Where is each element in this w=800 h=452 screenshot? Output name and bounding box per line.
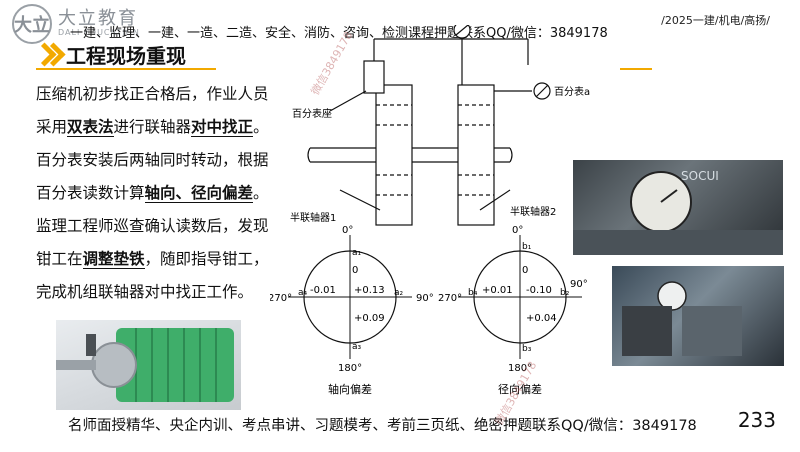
svg-text:a₂: a₂ [394,288,404,298]
logo-subtitle: DALI EDUCATION [58,28,140,38]
svg-text:a₃: a₃ [352,342,362,352]
keyword-alignment: 对中找正 [191,118,254,137]
logo-name: 大立教育 [58,8,138,30]
svg-text:0°: 0° [342,225,353,236]
keyword-double-gauge: 双表法 [67,118,114,137]
radial-deviation-chart: 0° 180° 270° 90° b₁ b₂ b₃ b₄ 0 +0.01 -0.… [438,225,588,396]
radial-value-top: 0 [522,265,528,276]
chevron-right-icon [36,44,64,66]
svg-text:0°: 0° [512,225,523,236]
logo-mark: 大立 [12,4,52,44]
section-title: 工程现场重现 [36,40,186,69]
radial-caption: 径向偏差 [498,382,542,396]
svg-text:90°: 90° [570,279,588,290]
photo-coupling-gauge [612,266,784,366]
radial-value-left: +0.01 [482,285,513,296]
keyword-shim: 调整垫铁 [82,250,145,269]
svg-text:SOCUI: SOCUI [681,169,719,183]
svg-text:270°: 270° [270,293,292,304]
logo: 大立 大立教育 DALI EDUCATION [12,4,140,44]
label-gauge-a: 百分表a [554,85,590,98]
axial-caption: 轴向偏差 [328,382,372,396]
svg-text:a₁: a₁ [352,248,362,258]
svg-text:b₂: b₂ [560,288,570,298]
label-half-coupling-2: 半联轴器2 [510,205,556,218]
axial-value-top: 0 [352,265,358,276]
top-banner: 一建、监理、一建、一造、二造、安全、消防、咨询、检测课程押题联系QQ/微信：38… [70,26,608,41]
svg-text:270°: 270° [438,293,462,304]
radial-value-bottom: +0.04 [526,313,557,324]
body-paragraph: 压缩机初步找正合格后，作业人员采用双表法进行联轴器对中找正。百分表安装后两轴同时… [36,85,269,301]
page-number: 233 [737,408,776,432]
label-gauge-bracket: 百分表座 [292,107,332,120]
label-half-coupling-1: 半联轴器1 [290,211,336,224]
radial-value-right: -0.10 [526,285,552,296]
axial-value-bottom: +0.09 [354,313,385,324]
title-underline [36,68,216,70]
keyword-deviation: 轴向、径向偏差 [144,184,254,203]
svg-text:b₄: b₄ [468,288,478,298]
axial-value-left: -0.01 [310,285,336,296]
svg-text:b₃: b₃ [522,344,532,354]
photo-motor-3d [56,320,241,410]
coupling-alignment-diagram: 百分表座 百分表a 半联轴器1 半联轴器2 0° 180° 270° 90° a… [270,25,590,396]
course-path: /2025一建/机电/高扬/ [661,14,770,27]
axial-deviation-chart: 0° 180° 270° 90° a₁ a₂ a₃ a₄ 0 -0.01 +0.… [270,225,434,396]
svg-text:a₄: a₄ [298,288,308,298]
footer-banner: 名师面授精华、央企内训、考点串讲、习题模考、考前三页纸、绝密押题联系QQ/微信：… [68,418,697,434]
svg-text:180°: 180° [338,363,362,374]
svg-text:180°: 180° [508,363,532,374]
svg-text:90°: 90° [416,293,434,304]
accent-line [620,68,652,70]
photo-dial-gauge: SOCUI [573,160,783,255]
section-title-text: 工程现场重现 [66,44,186,68]
axial-value-right: +0.13 [354,285,385,296]
svg-text:b₁: b₁ [522,242,532,252]
